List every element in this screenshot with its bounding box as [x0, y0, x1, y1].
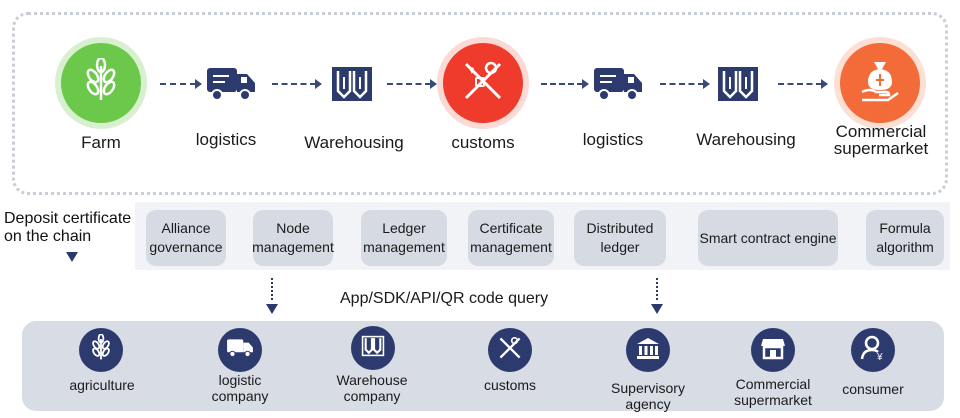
flow-arrow [160, 79, 202, 89]
commercial-supermarket-node [751, 328, 795, 372]
participant-label: Supervisory agency [611, 380, 685, 412]
flow-arrow [778, 79, 828, 89]
svg-text:¥: ¥ [876, 352, 883, 361]
module-smart-contract-engine: Smart contract engine [698, 210, 838, 266]
logistic-company-node [218, 328, 262, 372]
query-label: App/SDK/API/QR code query [340, 290, 549, 307]
flow-step-label: Farm [81, 133, 121, 152]
flow-step-label: Commercial supermarket [833, 122, 929, 158]
deposit-certificate-label: Deposit certificate on the chain [4, 210, 132, 245]
query-arrow-left [271, 278, 273, 300]
down-arrow-icon [266, 304, 278, 314]
participant-label: consumer [842, 381, 904, 397]
supply-chain-flow-panel [12, 12, 948, 195]
customs-node [443, 43, 523, 123]
bank-icon [635, 336, 661, 365]
farm-node [61, 43, 141, 123]
customs-icon [460, 58, 506, 109]
agriculture-node [79, 328, 123, 372]
supermarket-node [840, 43, 920, 123]
participant-label: logistic company [211, 372, 269, 404]
module-formula-algorithm: Formula algorithm [866, 210, 944, 266]
truck-icon [592, 62, 644, 106]
down-arrow-icon [651, 304, 663, 314]
flow-step-label: Warehousing [696, 130, 796, 149]
supervisory-agency-node [626, 328, 670, 372]
wheat-icon [89, 332, 113, 367]
module-node-management: Node management [252, 210, 334, 266]
flow-step-label: logistics [582, 130, 644, 149]
flow-arrow [660, 79, 710, 89]
participant-label: Warehouse company [336, 372, 408, 404]
warehouse-company-node [351, 326, 395, 370]
down-arrow-icon [66, 252, 78, 262]
flow-step-label: logistics [195, 130, 257, 149]
flow-arrow [541, 79, 589, 89]
module-certificate-management: Certificate management [468, 210, 554, 266]
module-distributed-ledger: Distributed ledger [574, 210, 666, 266]
wheat-icon [81, 56, 121, 109]
participant-label: Commercial supermarket [734, 376, 812, 408]
flow-step-label: Warehousing [304, 133, 404, 152]
module-alliance-governance: Alliance governance [146, 210, 226, 266]
customs-participant-node [488, 328, 532, 372]
flow-step-label: customs [451, 133, 515, 152]
participant-label: agriculture [69, 377, 135, 393]
module-ledger-management: Ledger management [361, 210, 447, 266]
truck-icon [205, 62, 257, 106]
warehouse-icon [361, 335, 385, 362]
customs-icon [497, 335, 523, 366]
truck-icon [226, 337, 254, 364]
query-arrow-right [656, 278, 658, 300]
flow-arrow [272, 79, 322, 89]
flow-arrow [387, 79, 437, 89]
participant-label: customs [483, 377, 537, 393]
consumer-icon: ¥ [860, 335, 886, 366]
warehouse-icon [712, 62, 764, 106]
warehouse-icon [326, 62, 378, 106]
shop-icon [760, 336, 786, 365]
consumer-node: ¥ [851, 328, 895, 372]
money-bag-icon [858, 58, 902, 109]
